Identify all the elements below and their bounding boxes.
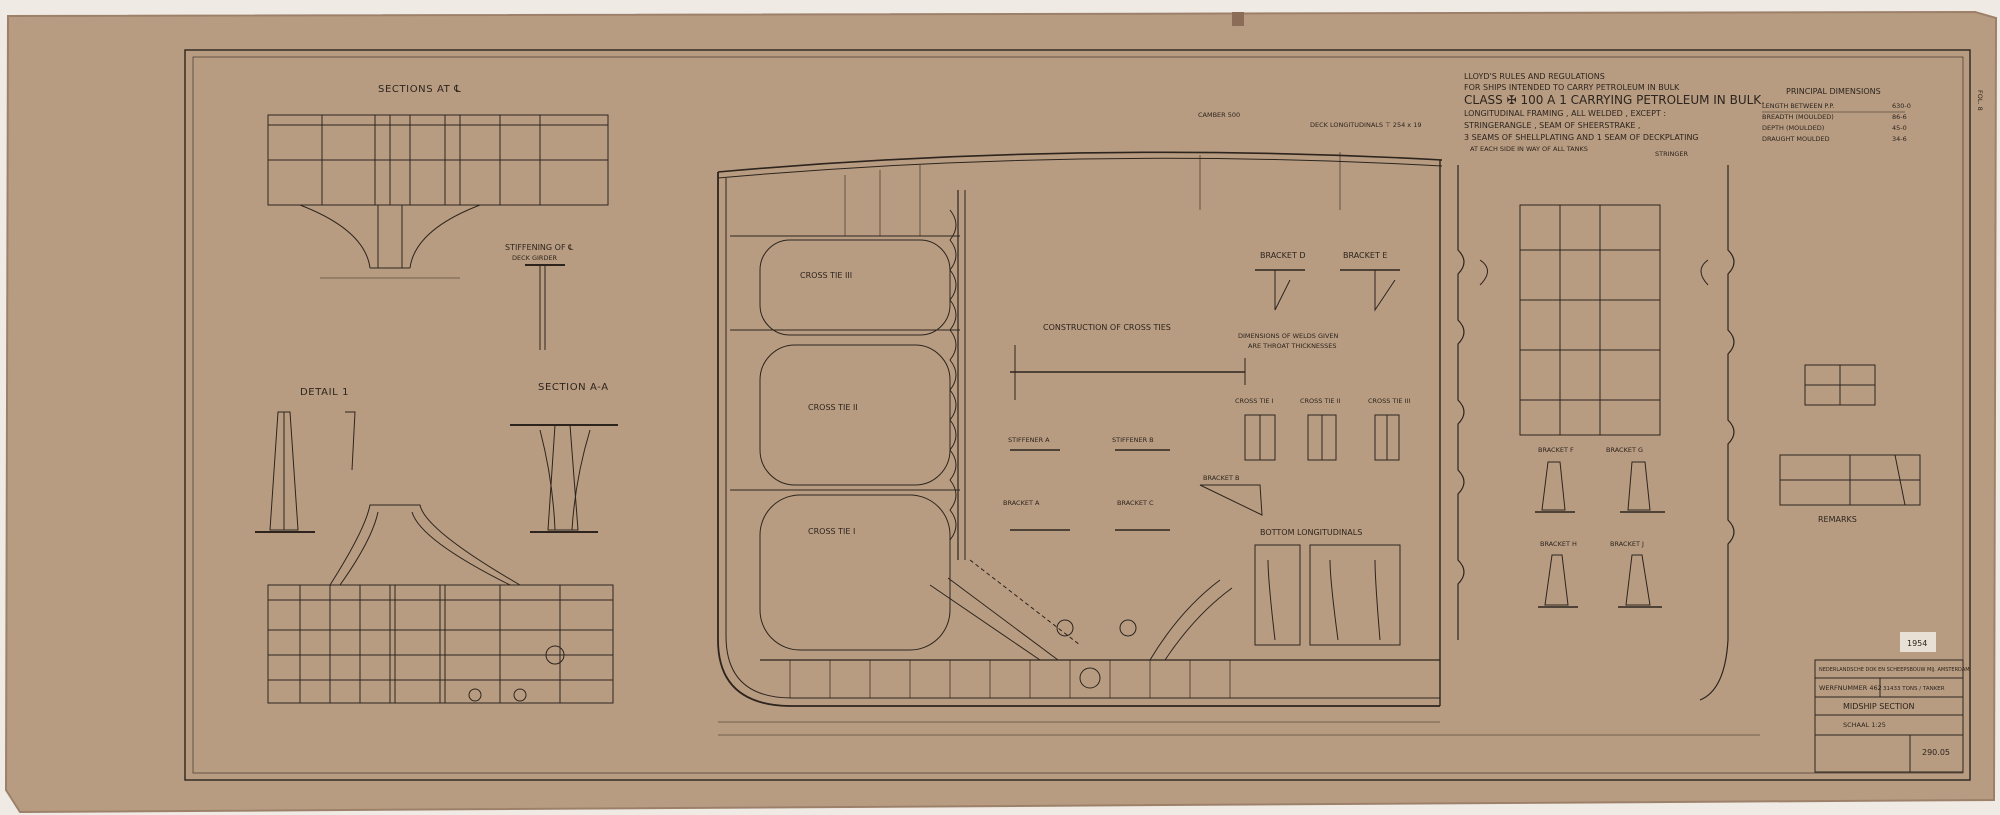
- heading-bracket-g: BRACKET G: [1606, 446, 1643, 454]
- lloyds-line-6: 3 SEAMS OF SHELLPLATING AND 1 SEAM OF DE…: [1464, 133, 1699, 142]
- sections-at-cl-view: [267, 114, 609, 279]
- pd-value-draught: 34-6: [1892, 135, 1907, 143]
- note-weld-dimensions-1: DIMENSIONS OF WELDS GIVEN: [1238, 332, 1338, 340]
- pd-label-depth: DEPTH (MOULDED): [1762, 124, 1824, 132]
- pd-label-length: LENGTH BETWEEN P.P.: [1762, 102, 1834, 110]
- heading-bracket-j: BRACKET J: [1610, 540, 1644, 548]
- heading-bracket-d: BRACKET D: [1260, 251, 1306, 260]
- note-weld-dimensions-2: ARE THROAT THICKNESSES: [1248, 342, 1337, 350]
- heading-stiffener-b: STIFFENER B: [1112, 436, 1154, 444]
- title-block: [1814, 659, 1964, 773]
- heading-bracket-e: BRACKET E: [1343, 251, 1387, 260]
- label-stringer: STRINGER: [1655, 150, 1689, 158]
- principal-dimensions-title: PRINCIPAL DIMENSIONS: [1786, 87, 1881, 96]
- label-camber: CAMBER 500: [1198, 111, 1240, 119]
- heading-bracket-c: BRACKET C: [1117, 499, 1154, 507]
- heading-stiffener-a: STIFFENER A: [1008, 436, 1050, 444]
- heading-bracket-h: BRACKET H: [1540, 540, 1577, 548]
- drawing-border: [184, 49, 1971, 781]
- heading-bracket-f: BRACKET F: [1538, 446, 1574, 454]
- bracket-d-e-views: [1255, 269, 1400, 312]
- tank-label-cross-tie-ii: CROSS TIE II: [808, 403, 858, 412]
- heading-cross-tie-ii: CROSS TIE II: [1300, 397, 1340, 405]
- title-block-scale: SCHAAL 1:25: [1843, 721, 1886, 729]
- pd-label-draught: DRAUGHT MOULDED: [1762, 135, 1830, 143]
- pd-value-length: 630-0: [1892, 102, 1911, 110]
- heading-cross-tie-i: CROSS TIE I: [1235, 397, 1274, 405]
- lloyds-class-line: CLASS ✠ 100 A 1 CARRYING PETROLEUM IN BU…: [1464, 93, 1765, 107]
- heading-construction-of-cross-ties: CONSTRUCTION OF CROSS TIES: [1043, 323, 1171, 332]
- heading-detail-1: DETAIL 1: [300, 387, 349, 398]
- bottom-structure-view: [267, 504, 614, 704]
- pd-value-depth: 45-0: [1892, 124, 1907, 132]
- heading-stiffening-of-cl: STIFFENING OF ℄: [505, 243, 574, 252]
- heading-bottom-longitudinals: BOTTOM LONGITUDINALS: [1260, 528, 1362, 537]
- lloyds-line-7: AT EACH SIDE IN WAY OF ALL TANKS: [1470, 145, 1588, 153]
- stiffening-detail: [525, 264, 565, 350]
- detail-1-view: [255, 411, 356, 533]
- tank-label-cross-tie-iii: CROSS TIE III: [800, 271, 852, 280]
- lloyds-line-1: LLOYD'S RULES AND REGULATIONS: [1464, 72, 1605, 81]
- lloyds-line-4: LONGITUDINAL FRAMING , ALL WELDED , EXCE…: [1464, 109, 1666, 118]
- section-aa-view: [510, 424, 618, 533]
- pd-label-breadth: BREADTH (MOULDED): [1762, 113, 1834, 121]
- title-block-yard-no: WERFNUMMER 462: [1819, 684, 1882, 692]
- cross-tie-sections: [1199, 414, 1400, 516]
- heading-bracket-b: BRACKET B: [1203, 474, 1239, 482]
- right-detail-views: [1779, 364, 1921, 506]
- lloyds-line-5: STRINGERANGLE , SEAM OF SHEERSTRAKE ,: [1464, 121, 1640, 130]
- tank-label-cross-tie-i: CROSS TIE I: [808, 527, 855, 536]
- title-block-tonnage: 31433 TONS / TANKER: [1883, 686, 1945, 692]
- label-deck-longitudinals: DECK LONGITUDINALS ⊤ 254 x 19: [1310, 121, 1421, 129]
- date-stamp-box: [1900, 632, 1936, 652]
- heading-cross-tie-iii: CROSS TIE III: [1368, 397, 1410, 405]
- title-block-drawing-no: 290.05: [1922, 748, 1950, 757]
- label-deck-girder: DECK GIRDER: [512, 254, 558, 262]
- title-block-company: NEDERLANDSCHE DOK EN SCHEEPSBOUW MIJ. AM…: [1819, 667, 1970, 673]
- drawing-sheet: [6, 12, 1996, 812]
- heading-remarks: REMARKS: [1818, 515, 1857, 524]
- heading-section-aa: SECTION A-A: [538, 382, 609, 393]
- margin-note: FOL. 8: [1976, 90, 1984, 111]
- heading-bracket-a: BRACKET A: [1003, 499, 1040, 507]
- midship-hull-section: [717, 151, 1760, 736]
- heading-sections-at-cl: SECTIONS AT ℄: [378, 84, 461, 95]
- date-stamp: 1954: [1907, 639, 1927, 648]
- title-block-title: MIDSHIP SECTION: [1843, 702, 1915, 711]
- lloyds-line-2: FOR SHIPS INTENDED TO CARRY PETROLEUM IN…: [1464, 83, 1680, 92]
- pd-value-breadth: 86-6: [1892, 113, 1907, 121]
- brackets-f-g-h-j: [1535, 461, 1665, 608]
- bottom-longitudinals-view: [1254, 544, 1401, 646]
- centre-girder-grid: [1479, 204, 1709, 436]
